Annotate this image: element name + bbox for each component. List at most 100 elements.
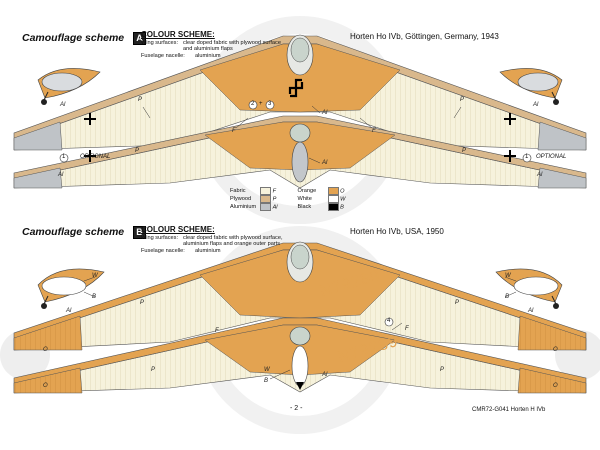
label-al: Al [66, 308, 72, 314]
label-p: P [440, 367, 445, 373]
legend-name: Orange [297, 188, 317, 195]
optional-left: OPTIONAL [80, 154, 111, 160]
label-al: Al [537, 172, 543, 178]
label-al: Al [60, 102, 66, 108]
scheme-b-wing-bottom [13, 317, 587, 394]
legend-name: Fabric [230, 188, 246, 195]
label-p: P [462, 148, 467, 154]
optional-right: OPTIONAL [536, 154, 567, 160]
scheme-b-line-label: Wing surfaces: [141, 235, 178, 241]
marker-4: 4 [387, 318, 391, 324]
label-p: P [460, 97, 465, 103]
scheme-a-wing-bottom [13, 115, 587, 189]
label-al: Al [533, 102, 539, 108]
label-f: F [232, 128, 236, 134]
scheme-a-line-text: aluminium [195, 52, 221, 59]
legend-name: White [297, 196, 312, 203]
label-b: B [505, 294, 510, 300]
legend-code: F [272, 188, 276, 195]
swatch-fabric [260, 187, 271, 195]
scheme-b-letter: B [133, 226, 147, 239]
scheme-a-side-left [37, 68, 101, 105]
swatch-plywood [260, 195, 271, 203]
scheme-b-description: Wing surfaces: clear doped fabric with pl… [141, 235, 283, 254]
label-f: F [405, 326, 409, 332]
marker-1-right: 1 [525, 154, 529, 160]
label-o: O [553, 347, 558, 353]
scheme-b-line-text: aluminium [195, 247, 221, 254]
scheme-b-wing-top [13, 241, 587, 351]
marker-3: 3 [268, 101, 272, 107]
label-b: B [92, 294, 97, 300]
legend-col-left: Fabric F Plywood P Aluminium Al [230, 187, 278, 211]
marker-plus: + [259, 101, 263, 107]
scheme-a-heading: Camouflage scheme A [22, 32, 147, 45]
label-al: Al [58, 172, 64, 178]
label-al: Al [322, 372, 328, 378]
leader-lines [83, 105, 517, 380]
label-w: W [92, 273, 98, 279]
legend-row-white: White W [297, 195, 346, 203]
label-b: B [264, 378, 269, 384]
scheme-a-wing-top [13, 34, 587, 151]
marker-circles [59, 100, 532, 327]
label-w: W [505, 273, 511, 279]
scheme-a-colour-title: COLOUR SCHEME: [141, 30, 215, 39]
scheme-a-line-text: clear doped fabric with plywood surface [183, 40, 281, 46]
legend-code: P [272, 196, 277, 203]
scheme-b-side-right [495, 268, 563, 309]
page-number: - 2 - [290, 405, 303, 412]
legend-row-plywood: Plywood P [230, 195, 278, 203]
legend-name: Aluminium [230, 204, 257, 211]
scheme-b-line-text: aluminium flaps and orange outer parts [183, 241, 281, 248]
label-p: P [455, 300, 460, 306]
swatch-aluminium [260, 203, 271, 211]
label-al: Al [322, 160, 328, 166]
label-p: P [140, 300, 145, 306]
scheme-a-line-text: and aluminium flaps [183, 46, 233, 53]
product-code: CMR72-G041 Horten H IVb [472, 407, 546, 413]
scheme-b-line-text: clear doped fabric with plywood surface, [183, 235, 283, 241]
scheme-a-line-label: Fuselage nacelle: [141, 52, 185, 59]
scheme-a-letter: A [133, 32, 147, 45]
label-w: W [264, 367, 270, 373]
label-al: Al [528, 308, 534, 314]
scheme-b-heading-text: Camouflage scheme [22, 226, 125, 238]
legend-code: O [340, 188, 345, 195]
legend-name: Black [297, 204, 312, 211]
swatch-black [327, 203, 339, 211]
legend-row-orange: Orange O [298, 187, 346, 195]
legend-code: Al [272, 204, 278, 211]
label-p: P [151, 367, 156, 373]
label-al: Al [322, 110, 328, 116]
scheme-a-line-label: Wing surfaces: [141, 40, 178, 46]
scheme-a-heading-text: Camouflage scheme [22, 32, 125, 44]
label-o: O [43, 347, 48, 353]
legend-code: B [340, 204, 344, 211]
scheme-a-description: Wing surfaces: clear doped fabric with pl… [141, 40, 281, 59]
label-f: F [372, 128, 376, 134]
marker-1-left: 1 [62, 154, 66, 160]
swatch-white [327, 195, 339, 203]
legend: Fabric F Plywood P Aluminium Al Orange O… [230, 187, 345, 211]
legend-name: Plywood [230, 196, 252, 203]
legend-col-right: Orange O White W Black B [297, 187, 346, 211]
scheme-b-side-left [37, 268, 105, 309]
label-p: P [135, 148, 140, 154]
label-p: P [138, 97, 143, 103]
label-o: O [43, 383, 48, 389]
legend-code: W [340, 196, 346, 203]
legend-row-fabric: Fabric F [230, 187, 278, 195]
scheme-b-aircraft: Horten Ho IVb, USA, 1950 [350, 227, 444, 236]
legend-row-black: Black B [298, 203, 346, 211]
swatch-orange [327, 187, 339, 195]
scheme-b-heading: Camouflage scheme B [22, 226, 147, 239]
scheme-b-line-label: Fuselage nacelle: [141, 247, 185, 254]
label-f: F [215, 328, 219, 334]
scheme-a-aircraft: Horten Ho IVb, Göttingen, Germany, 1943 [350, 32, 499, 41]
scheme-a-side-right [499, 68, 563, 105]
marker-2: 2 [251, 101, 255, 107]
label-o: O [553, 383, 558, 389]
legend-row-aluminium: Aluminium Al [230, 203, 278, 211]
